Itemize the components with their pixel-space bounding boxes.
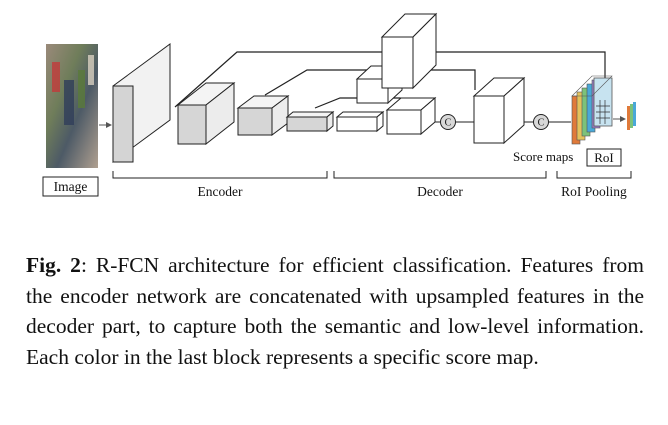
encoder-block-4 bbox=[285, 110, 335, 133]
caption-text: : R-FCN architecture for efficient class… bbox=[26, 253, 645, 369]
score-maps-block bbox=[571, 75, 613, 145]
figure-caption: Fig. 2: R-FCN architecture for efficient… bbox=[26, 250, 644, 372]
section-brackets bbox=[112, 171, 632, 179]
decoder-block-top-large bbox=[380, 12, 438, 90]
roi-label-box bbox=[586, 148, 622, 167]
roi-label: RoI bbox=[594, 150, 614, 165]
score-map-front bbox=[593, 77, 613, 127]
caption-label: Fig. 2 bbox=[26, 253, 81, 277]
pooled-output bbox=[627, 102, 636, 130]
decoder-block-2 bbox=[385, 96, 437, 136]
roi-pooling-bracket bbox=[556, 171, 632, 179]
input-image bbox=[46, 44, 98, 168]
concat-node-1: C bbox=[440, 114, 456, 130]
encoder-block-1 bbox=[112, 43, 171, 163]
encoder-section-label: Encoder bbox=[198, 184, 243, 199]
decoder-block-1 bbox=[335, 110, 385, 133]
decoder-section-label: Decoder bbox=[417, 184, 463, 199]
concat-label-1: C bbox=[445, 118, 452, 129]
score-map-top-face bbox=[571, 75, 613, 97]
encoder-block-2 bbox=[176, 81, 236, 146]
encoder-block-3 bbox=[236, 95, 290, 136]
decoder-block-3 bbox=[472, 76, 526, 145]
roi-pooling-section-label: RoI Pooling bbox=[561, 184, 627, 199]
image-label: Image bbox=[54, 179, 88, 194]
concat-label-2: C bbox=[538, 118, 545, 129]
decoder-bracket bbox=[333, 171, 547, 179]
roi-grid bbox=[596, 100, 610, 124]
architecture-diagram: C C Image Score maps RoI Encoder Decoder… bbox=[42, 12, 636, 199]
encoder-bracket bbox=[112, 171, 328, 179]
score-maps-label: Score maps bbox=[513, 149, 573, 164]
concat-node-2: C bbox=[533, 114, 549, 130]
image-label-box bbox=[42, 176, 99, 197]
